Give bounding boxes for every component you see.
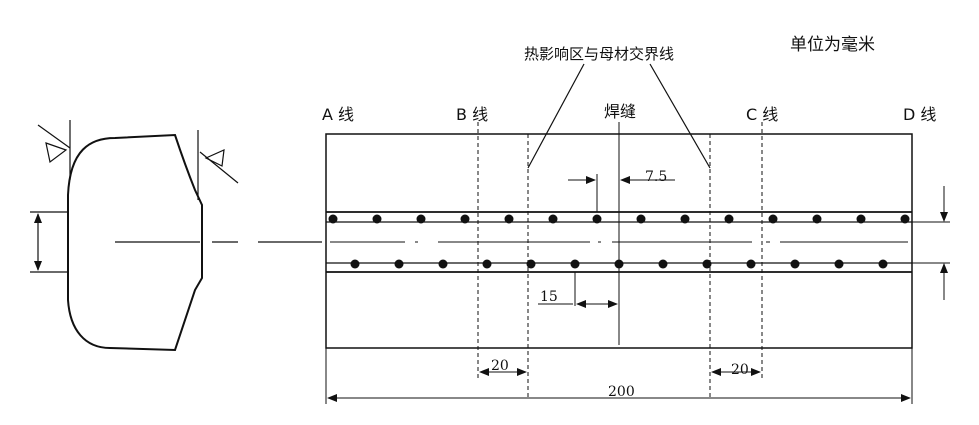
point-upper bbox=[680, 214, 690, 224]
point-lower bbox=[878, 259, 888, 269]
dim-right-thickness bbox=[912, 186, 950, 300]
point-lower bbox=[658, 259, 668, 269]
point-upper bbox=[548, 214, 558, 224]
dim-pitch-lower-label: 15 bbox=[540, 289, 558, 305]
point-upper bbox=[372, 214, 382, 224]
point-lower bbox=[614, 259, 624, 269]
point-upper bbox=[768, 214, 778, 224]
dim-left-gap-label: 20 bbox=[491, 358, 509, 374]
point-upper bbox=[460, 214, 470, 224]
hbl-leader-lines bbox=[527, 63, 711, 169]
point-lower bbox=[350, 259, 360, 269]
point-upper bbox=[900, 214, 910, 224]
point-lower bbox=[702, 259, 712, 269]
dim-overall bbox=[325, 348, 913, 404]
dim-pitch-upper-label: 7.5 bbox=[645, 169, 667, 185]
point-lower bbox=[834, 259, 844, 269]
dim-overall-label: 200 bbox=[608, 384, 635, 400]
point-upper bbox=[592, 214, 602, 224]
point-lower bbox=[790, 259, 800, 269]
point-upper bbox=[328, 214, 338, 224]
point-upper bbox=[636, 214, 646, 224]
weld-label: 焊缝 bbox=[604, 102, 636, 121]
dim-pitch-upper bbox=[568, 174, 675, 212]
dim-pitch-lower bbox=[538, 272, 618, 308]
point-lower bbox=[570, 259, 580, 269]
point-lower bbox=[526, 259, 536, 269]
point-upper bbox=[724, 214, 734, 224]
point-lower bbox=[394, 259, 404, 269]
section-thickness-dim bbox=[30, 211, 68, 273]
line-d-label: D 线 bbox=[903, 105, 936, 124]
cross-section-profile bbox=[67, 133, 203, 352]
line-c-label: C 线 bbox=[746, 105, 778, 124]
groove-mark-right bbox=[197, 130, 239, 200]
points-upper-row bbox=[328, 214, 910, 224]
point-lower bbox=[746, 259, 756, 269]
point-upper bbox=[812, 214, 822, 224]
line-b-label: B 线 bbox=[456, 105, 488, 124]
unit-note: 单位为毫米 bbox=[790, 35, 875, 55]
point-lower bbox=[482, 259, 492, 269]
hbl-label: 热影响区与母材交界线 bbox=[524, 45, 674, 63]
groove-mark-left bbox=[37, 120, 71, 180]
point-lower bbox=[438, 259, 448, 269]
points-lower-row bbox=[350, 259, 888, 269]
line-a-label: A 线 bbox=[322, 105, 354, 124]
point-upper bbox=[856, 214, 866, 224]
dim-right-gap-label: 20 bbox=[731, 362, 749, 378]
point-upper bbox=[416, 214, 426, 224]
point-upper bbox=[504, 214, 514, 224]
